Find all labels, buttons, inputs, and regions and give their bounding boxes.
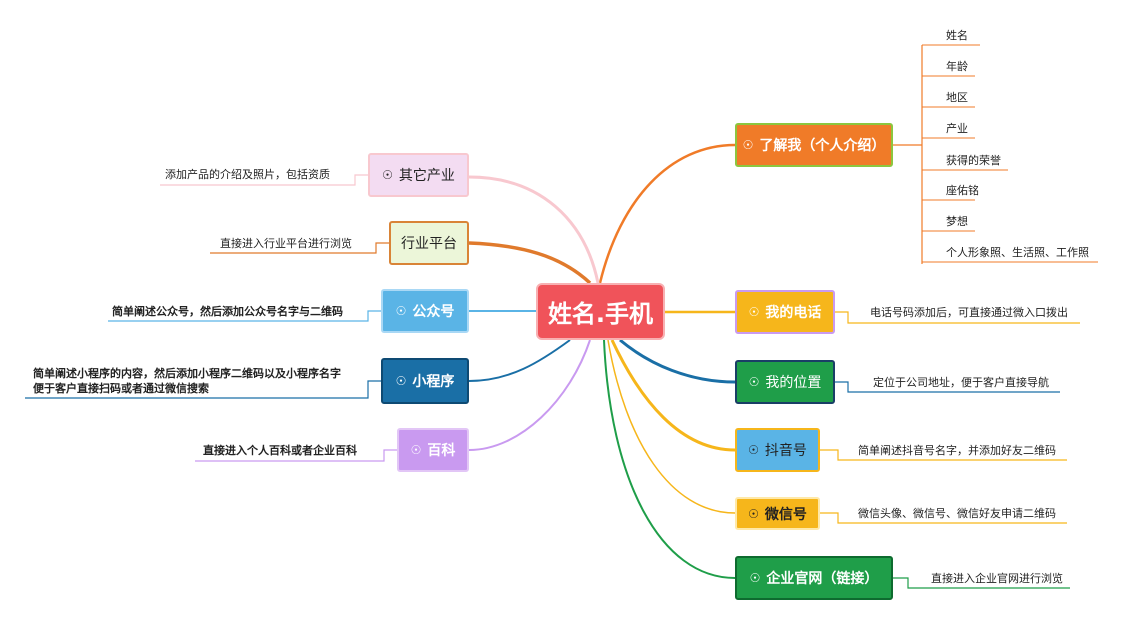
leaf-baike[interactable]: 直接进入个人百科或者企业百科 — [203, 444, 357, 457]
leaf-mini-program-2[interactable]: 便于客户直接扫码或者通过微信搜索 — [33, 382, 209, 395]
leaf-website[interactable]: 直接进入企业官网进行浏览 — [931, 572, 1063, 585]
about-bracket — [893, 45, 923, 264]
central-topic[interactable]: 姓名.手机 — [536, 283, 665, 340]
check-icon: ☉ — [742, 138, 754, 152]
check-icon: ☉ — [410, 443, 422, 457]
topic-mini-program-label: 小程序 — [412, 374, 455, 390]
branch-about — [598, 143, 736, 284]
leaf-wechat[interactable]: 微信头像、微信号、微信好友申请二维码 — [858, 507, 1056, 520]
about-item-name[interactable]: 姓名 — [946, 29, 968, 42]
about-item-honors[interactable]: 获得的荣誉 — [946, 154, 1001, 167]
about-item-industry[interactable]: 产业 — [946, 122, 968, 135]
branch-industry — [468, 241, 592, 285]
topic-website[interactable]: ☉ 企业官网（链接） — [735, 556, 893, 600]
topic-official-account-label: 公众号 — [412, 304, 455, 320]
topic-wechat[interactable]: ☉ 微信号 — [735, 497, 820, 530]
check-icon: ☉ — [382, 168, 393, 182]
topic-official-account[interactable]: ☉ 公众号 — [381, 289, 469, 333]
topic-industry-platform-label: 行业平台 — [401, 236, 457, 252]
topic-douyin-label: 抖音号 — [764, 443, 807, 459]
leaf-phone[interactable]: 电话号码添加后，可直接通过微入口拨出 — [870, 306, 1068, 319]
topic-baike[interactable]: ☉ 百科 — [397, 428, 469, 472]
check-icon: ☉ — [395, 374, 407, 388]
branch-location — [619, 338, 736, 384]
leaf-location[interactable]: 定位于公司地址，便于客户直接导航 — [873, 376, 1049, 389]
topic-mini-program[interactable]: ☉ 小程序 — [381, 358, 469, 404]
about-item-photos[interactable]: 个人形象照、生活照、工作照 — [946, 246, 1089, 259]
topic-wechat-label: 微信号 — [764, 506, 807, 523]
topic-my-phone-label: 我的电话 — [765, 305, 822, 321]
leaf-douyin[interactable]: 简单阐述抖音号名字，并添加好友二维码 — [858, 444, 1056, 457]
branch-baike — [468, 339, 591, 451]
branch-wechat — [607, 339, 736, 514]
check-icon: ☉ — [748, 443, 759, 457]
topic-douyin[interactable]: ☉ 抖音号 — [735, 428, 820, 472]
check-icon: ☉ — [748, 375, 760, 389]
check-icon: ☉ — [395, 304, 407, 318]
branch-mini — [468, 339, 571, 382]
branch-other — [468, 175, 600, 284]
about-item-dream[interactable]: 梦想 — [946, 215, 968, 228]
leaf-official-account[interactable]: 简单阐述公众号，然后添加公众号名字与二维码 — [112, 305, 343, 318]
branch-douyin — [610, 339, 736, 452]
branch-website — [603, 339, 736, 579]
leaf-mini-program-1[interactable]: 简单阐述小程序的内容，然后添加小程序二维码以及小程序名字 — [33, 367, 341, 380]
about-item-region[interactable]: 地区 — [946, 91, 968, 104]
about-item-age[interactable]: 年龄 — [946, 60, 968, 73]
topic-other-industry[interactable]: ☉ 其它产业 — [368, 153, 469, 197]
topic-my-location-label: 我的位置 — [765, 375, 822, 391]
leaf-other-industry[interactable]: 添加产品的介绍及照片，包括资质 — [165, 168, 330, 181]
topic-website-label: 企业官网（链接） — [766, 571, 879, 587]
topic-my-phone[interactable]: ☉ 我的电话 — [735, 290, 835, 334]
topic-my-location[interactable]: ☉ 我的位置 — [735, 360, 835, 404]
check-icon: ☉ — [749, 571, 761, 585]
topic-industry-platform[interactable]: 行业平台 — [389, 221, 469, 265]
topic-baike-label: 百科 — [427, 443, 456, 459]
topic-about-me-label: 了解我（个人介绍） — [759, 138, 886, 154]
check-icon: ☉ — [748, 305, 760, 319]
topic-other-industry-label: 其它产业 — [398, 168, 455, 184]
about-item-motto[interactable]: 座佑铭 — [946, 184, 979, 197]
topic-about-me[interactable]: ☉ 了解我（个人介绍） — [735, 123, 893, 167]
check-icon: ☉ — [748, 506, 759, 521]
leaf-industry-platform[interactable]: 直接进入行业平台进行浏览 — [220, 237, 352, 250]
